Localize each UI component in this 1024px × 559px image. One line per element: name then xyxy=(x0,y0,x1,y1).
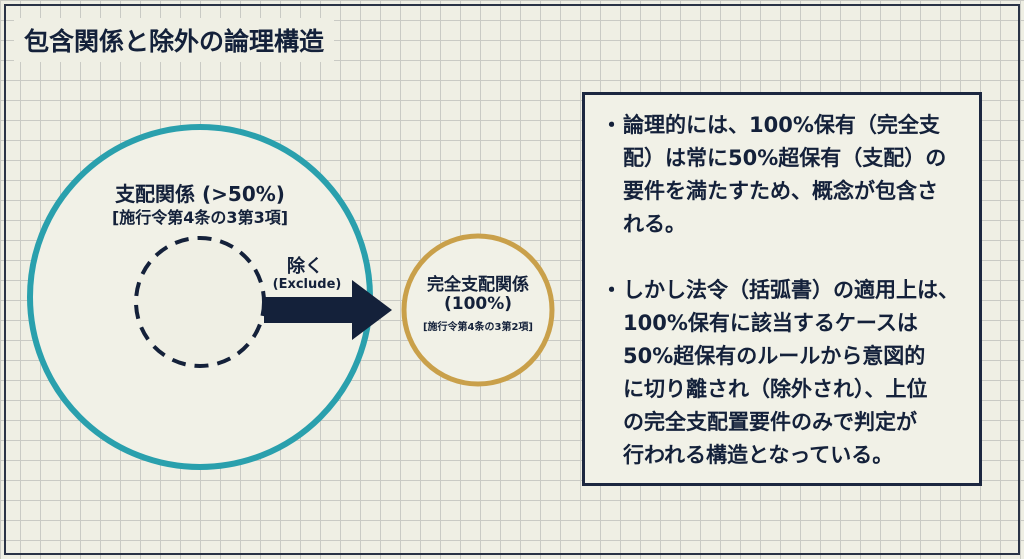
full-control-reference: [施行令第4条の3第2項] xyxy=(422,322,533,333)
bullet-dot: ・ xyxy=(601,278,622,302)
bullet-line: れる。 xyxy=(623,212,686,236)
bullet-line: しかし法令（括弧書）の適用上は、 xyxy=(623,278,959,302)
control-label: 支配関係 (>50%) xyxy=(115,182,285,206)
page-frame xyxy=(4,4,1020,555)
explanation-box: ・ 論理的には、100%保有（完全支 配）は常に50%超保有（支配）の 要件を満… xyxy=(582,92,982,486)
control-reference: [施行令第4条の3第3項] xyxy=(111,208,289,227)
bullet-line: に切り離され（除外され）、上位 xyxy=(623,377,928,401)
full-control-label: 完全支配関係 xyxy=(427,275,529,295)
bullet-line: の完全支配置要件のみで判定が xyxy=(623,410,917,434)
bullet-line: 要件を満たすため、概念が包含さ xyxy=(623,179,938,203)
bullet-item: ・ しかし法令（括弧書）の適用上は、 100%保有に該当するケースは 50%超保… xyxy=(601,274,969,472)
full-control-circle xyxy=(401,233,555,387)
bullet-line: 50%超保有のルールから意図的 xyxy=(623,344,926,368)
excluded-dashed-circle xyxy=(134,236,266,368)
page-title: 包含関係と除外の論理構造 xyxy=(14,18,335,62)
bullet-line: 論理的には、100%保有（完全支 xyxy=(623,113,940,137)
bullet-line: 100%保有に該当するケースは xyxy=(623,311,918,335)
full-control-percent: (100%) xyxy=(443,294,513,314)
exclude-label: 除く xyxy=(287,256,323,277)
bullet-line: 行われる構造となっている。 xyxy=(623,443,894,467)
bullet-item: ・ 論理的には、100%保有（完全支 配）は常に50%超保有（支配）の 要件を満… xyxy=(601,109,969,241)
bullet-dot: ・ xyxy=(601,113,622,137)
bullet-line: 配）は常に50%超保有（支配）の xyxy=(623,146,947,170)
exclude-arrow xyxy=(264,280,392,340)
exclude-sublabel: (Exclude) xyxy=(272,277,342,292)
